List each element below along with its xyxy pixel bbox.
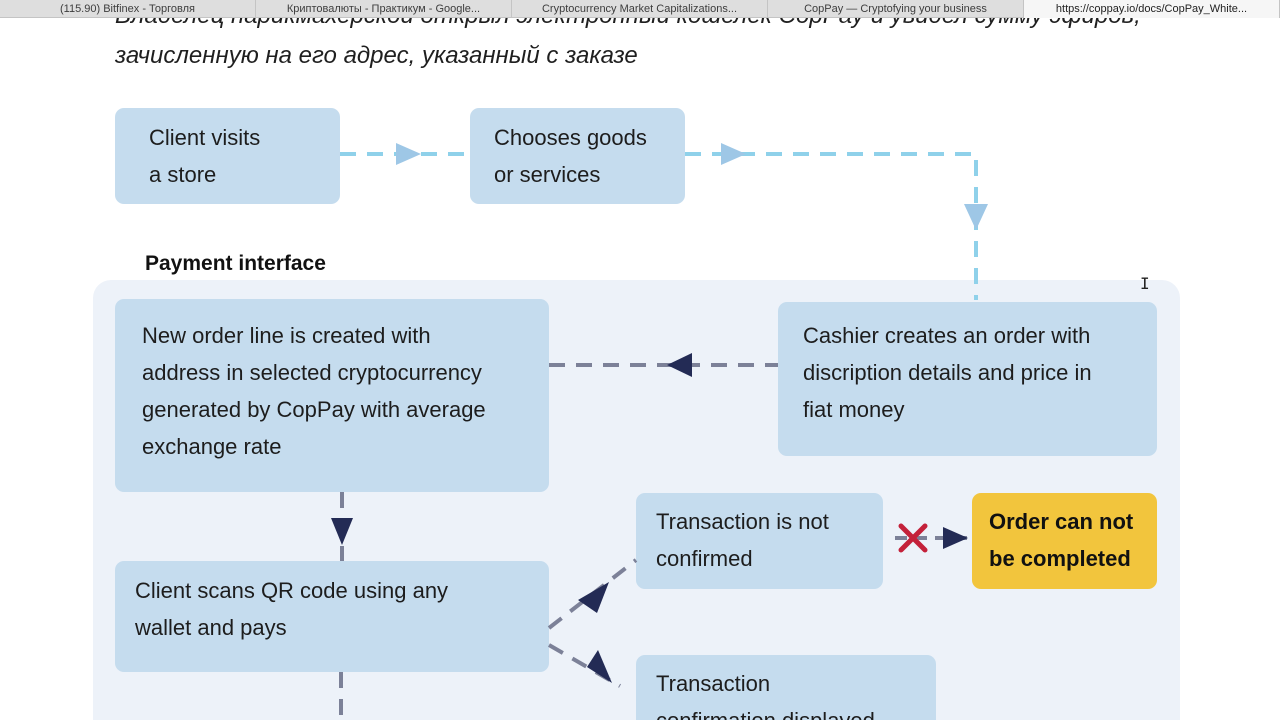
step-text-line: address in selected cryptocurrency bbox=[142, 360, 482, 385]
step-text-line: confirmation displayed bbox=[656, 702, 916, 720]
step-transaction-not-confirmed: Transaction is not confirmed bbox=[636, 493, 883, 589]
step-text-line: Cashier creates an order with bbox=[803, 323, 1091, 348]
step-client-visits: Client visits a store bbox=[115, 108, 340, 204]
step-text-line: fiat money bbox=[803, 397, 905, 422]
browser-tab-praktikum[interactable]: Криптовалюты - Практикум - Google... bbox=[256, 0, 512, 18]
arrow-head-down-icon bbox=[964, 204, 988, 230]
step-text-line: be completed bbox=[989, 546, 1131, 571]
step-text-line: Client scans QR code using any bbox=[135, 578, 449, 603]
document-text-line-2: зачисленную на его адрес, указанный с за… bbox=[115, 42, 638, 69]
step-chooses-goods: Chooses goods or services bbox=[470, 108, 685, 204]
step-text-line: Transaction bbox=[656, 671, 771, 696]
connector-goods-to-cashier bbox=[685, 152, 978, 300]
arrow-head-right-icon bbox=[396, 143, 421, 165]
browser-tab-whitepaper[interactable]: https://coppay.io/docs/CopPay_White... bbox=[1024, 0, 1280, 18]
step-order-cannot-be-completed: Order can not be completed bbox=[972, 493, 1157, 589]
step-text-line: Transaction is not bbox=[656, 509, 829, 534]
step-text-line: Client visits bbox=[149, 125, 261, 150]
browser-tab-coinmarketcap[interactable]: Cryptocurrency Market Capitalizations... bbox=[512, 0, 768, 18]
browser-tab-coppay[interactable]: CopPay — Cryptofying your business bbox=[768, 0, 1024, 18]
step-transaction-confirmation-displayed: Transaction confirmation displayed bbox=[636, 655, 936, 720]
arrow-head-right-icon bbox=[721, 143, 746, 165]
browser-tab-bitfinex[interactable]: (115.90) Bitfinex - Торговля bbox=[0, 0, 256, 18]
step-text-line: confirmed bbox=[656, 546, 753, 571]
step-text-line: Order can not bbox=[989, 509, 1134, 534]
step-text-line: discription details and price in bbox=[803, 360, 1092, 385]
step-cashier-creates-order: Cashier creates an order with discriptio… bbox=[778, 302, 1157, 456]
step-new-order-line: New order line is created with address i… bbox=[115, 299, 549, 492]
step-text-line: generated by CopPay with average bbox=[142, 397, 486, 422]
text-cursor-icon: I bbox=[1140, 274, 1150, 293]
browser-tab-strip: (115.90) Bitfinex - Торговля Криптовалют… bbox=[0, 0, 1280, 18]
step-text-line: a store bbox=[149, 162, 217, 187]
step-text-line: New order line is created with bbox=[142, 323, 431, 348]
step-text-line: exchange rate bbox=[142, 434, 282, 459]
step-text-line: Chooses goods bbox=[494, 125, 647, 150]
section-title-payment-interface: Payment interface bbox=[145, 252, 326, 275]
step-text-line: or services bbox=[494, 162, 601, 187]
step-client-scans-qr: Client scans QR code using any wallet an… bbox=[115, 561, 549, 672]
step-text-line: wallet and pays bbox=[135, 615, 287, 640]
